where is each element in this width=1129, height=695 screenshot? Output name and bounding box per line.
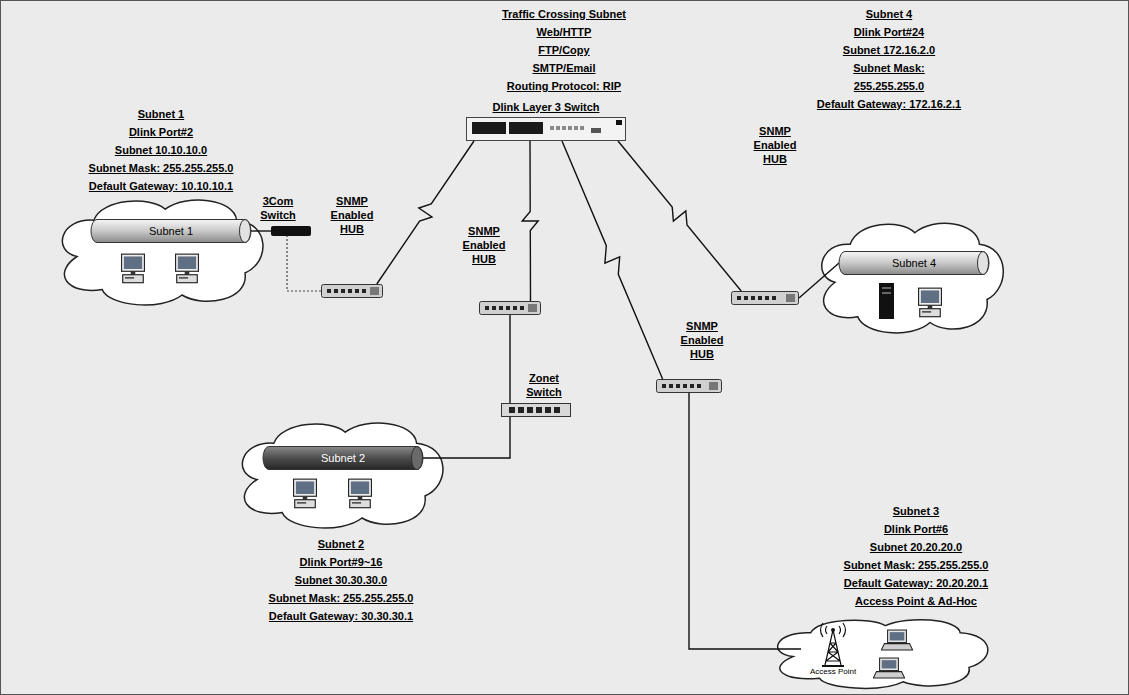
subnet-info: Dlink Port#2 (129, 125, 193, 139)
subnet-info: Default Gateway: 10.10.10.1 (89, 179, 233, 193)
device-label: SNMP Enabled HUB (745, 124, 805, 166)
traffic-info: FTP/Copy (538, 43, 589, 57)
subnet-info: Subnet Mask: (853, 61, 925, 75)
traffic-info: Traffic Crossing Subnet (502, 7, 626, 21)
laptop-icon (873, 630, 912, 678)
subnet-info: Dlink Port#9~16 (300, 555, 383, 569)
snmp-hub: SNMP Enabled HUB (731, 291, 799, 305)
segment-label: Subnet 2 (321, 451, 365, 465)
device-label: SNMP Enabled HUB (322, 194, 382, 236)
network-link (251, 230, 271, 231)
layer3-switch: Dlink Layer 3 Switch (466, 117, 626, 141)
device-label: SNMP Enabled HUB (455, 224, 513, 266)
subnet-info: Subnet Mask: 255.255.255.0 (844, 558, 989, 572)
snmp-hub-shape (321, 284, 383, 298)
subnet-info: Subnet 20.20.20.0 (870, 540, 962, 554)
snmp-hub-shape (731, 291, 799, 305)
subnet-segment: Subnet 1 (91, 219, 251, 243)
subnet-info: Default Gateway: 20.20.20.1 (844, 576, 988, 590)
switch-device-shape (501, 403, 571, 417)
device-label: Zonet Switch (519, 371, 569, 399)
snmp-hub: SNMP Enabled HUB (479, 301, 541, 315)
subnet-info: Subnet 10.10.10.0 (115, 143, 207, 157)
snmp-hub: SNMP Enabled HUB (321, 284, 383, 298)
subnet-info: Subnet 1 (138, 107, 184, 121)
access-point: Access Point (801, 621, 865, 677)
network-link (799, 263, 839, 298)
device-label: 3Com Switch (253, 194, 303, 222)
subnet-info: Subnet Mask: 255.255.255.0 (89, 161, 234, 175)
subnet-info: Subnet 172.16.2.0 (843, 43, 935, 57)
traffic-info: SMTP/Email (533, 61, 596, 75)
layer3-switch-shape (466, 117, 626, 141)
traffic-info: Routing Protocol: RIP (507, 79, 621, 93)
device-label: SNMP Enabled HUB (672, 319, 732, 361)
network-link (522, 141, 538, 301)
snmp-hub-shape (479, 301, 541, 315)
subnet-info: Access Point & Ad-Hoc (855, 594, 977, 608)
snmp-hub: SNMP Enabled HUB (656, 379, 722, 393)
snmp-hub-shape (656, 379, 722, 393)
subnet-info: Subnet 30.30.30.0 (295, 573, 387, 587)
server-icon (879, 283, 894, 319)
network-link (618, 141, 741, 291)
subnet-info: Subnet Mask: 255.255.255.0 (269, 591, 414, 605)
device-label: Access Point (808, 667, 858, 677)
subnet-info: Default Gateway: 172.16.2.1 (817, 97, 961, 111)
segment-label: Subnet 4 (892, 256, 936, 270)
subnet-info: Subnet 3 (893, 504, 939, 518)
subnet-info: 255.255.255.0 (854, 79, 924, 93)
network-link (509, 315, 510, 403)
subnet-segment: Subnet 2 (263, 446, 423, 470)
subnet-info: Dlink Port#6 (884, 522, 948, 536)
segment-label: Subnet 1 (149, 224, 193, 238)
network-link (423, 417, 510, 458)
computer-icon (122, 254, 942, 508)
network-link (287, 236, 321, 291)
subnet-info: Dlink Port#24 (854, 25, 924, 39)
network-link (689, 393, 801, 649)
subnet-cloud (62, 200, 1003, 688)
switch-device-shape (271, 226, 311, 236)
switch-device: 3Com Switch (271, 226, 311, 236)
subnet-info: Subnet 2 (318, 537, 364, 551)
subnet-segment: Subnet 4 (839, 251, 989, 275)
switch-device: Zonet Switch (501, 403, 571, 417)
network-link (377, 141, 474, 284)
subnet-info: Subnet 4 (866, 7, 912, 21)
traffic-info: Web/HTTP (537, 25, 592, 39)
device-label: Dlink Layer 3 Switch (461, 100, 631, 114)
subnet-info: Default Gateway: 30.30.30.1 (269, 609, 413, 623)
